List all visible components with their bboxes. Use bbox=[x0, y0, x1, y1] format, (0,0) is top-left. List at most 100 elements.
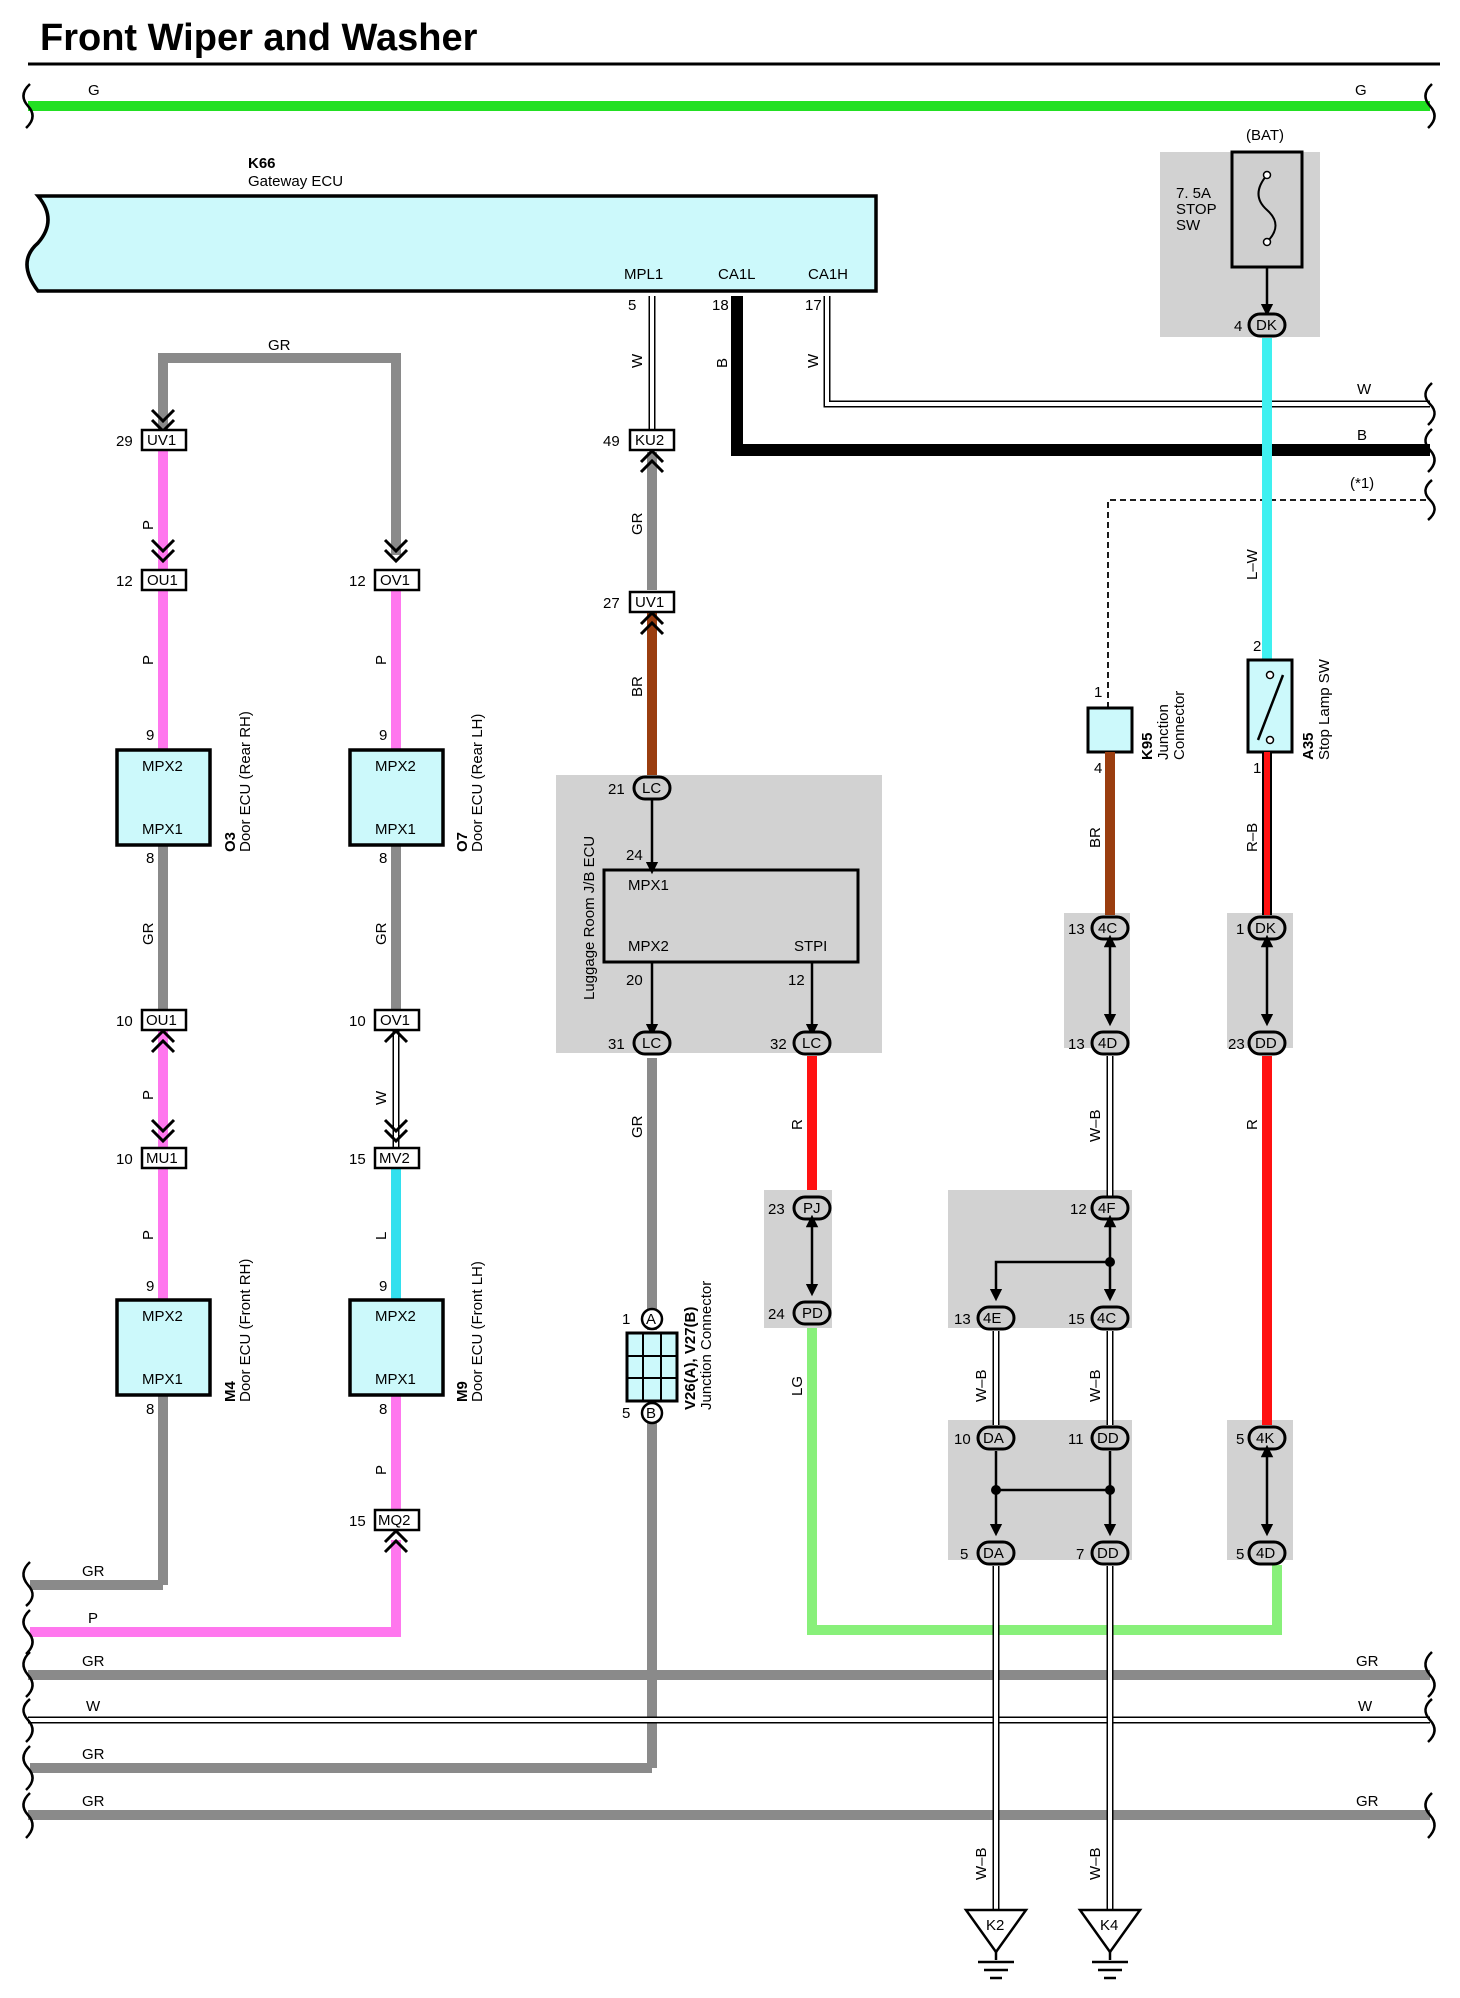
pin-8-o3: 8 bbox=[146, 850, 154, 867]
wire-label-w-mpl1: W bbox=[629, 353, 646, 368]
wire-label-wb-k4: W–B bbox=[1087, 1847, 1104, 1880]
wire-label-gr-bus1-right: GR bbox=[1356, 1653, 1379, 1670]
k95-code: K95 bbox=[1139, 732, 1156, 760]
conn-dk-lower: DK bbox=[1255, 920, 1276, 937]
pin-10-ov1: 10 bbox=[349, 1013, 366, 1030]
pin-1-a35: 1 bbox=[1253, 760, 1261, 777]
pin-7-dd: 7 bbox=[1076, 1546, 1084, 1563]
o7-bottom: MPX1 bbox=[375, 821, 416, 838]
stpi-branch: R PJ 23 PD 24 LG bbox=[768, 1056, 1282, 1635]
wire-label-l-mv2: L bbox=[373, 1232, 390, 1240]
pin-10-ou1: 10 bbox=[116, 1013, 133, 1030]
wires-door-left: GR P P P GR GR P P W L P GR P bbox=[22, 337, 401, 1655]
wire-label-gr-bus1-left: GR bbox=[82, 1653, 105, 1670]
m4-top: MPX2 bbox=[142, 1308, 183, 1325]
conn-pj: PJ bbox=[803, 1200, 821, 1217]
wire-label-wb-k2: W–B bbox=[973, 1847, 990, 1880]
fuse-stop-sw: (BAT) 7. 5A STOP SW bbox=[1176, 127, 1304, 269]
o3-bottom: MPX1 bbox=[142, 821, 183, 838]
m4-name: Door ECU (Front RH) bbox=[237, 1259, 254, 1402]
conn-dd-upper: DD bbox=[1097, 1430, 1119, 1447]
jb-mpx2: MPX2 bbox=[628, 938, 669, 955]
fuse-bat-label: (BAT) bbox=[1246, 127, 1284, 144]
pin-1-dk: 1 bbox=[1236, 921, 1244, 938]
conn-ku2: KU2 bbox=[635, 432, 664, 449]
jb-name: Luggage Room J/B ECU bbox=[581, 836, 598, 1000]
o3-top: MPX2 bbox=[142, 758, 183, 775]
wire-label-p-2: P bbox=[140, 655, 157, 665]
conn-pd: PD bbox=[802, 1305, 823, 1322]
wire-label-g-left: G bbox=[88, 82, 100, 99]
m4-bottom: MPX1 bbox=[142, 1371, 183, 1388]
conn-dk-upper: DK bbox=[1256, 317, 1277, 334]
pin-23-dd: 23 bbox=[1228, 1036, 1245, 1053]
conn-4d-a35: 4D bbox=[1256, 1545, 1275, 1562]
pin-13-4d: 13 bbox=[1068, 1036, 1085, 1053]
o7-top: MPX2 bbox=[375, 758, 416, 775]
pin-8-m9: 8 bbox=[379, 1401, 387, 1418]
v26-name: Junction Connector bbox=[698, 1281, 715, 1410]
pin-1-k95: 1 bbox=[1094, 684, 1102, 701]
conn-lc-31: LC bbox=[642, 1035, 661, 1052]
pin-27-uv1: 27 bbox=[603, 595, 620, 612]
wire-label-w-right: W bbox=[1357, 381, 1372, 398]
pin-12-4f: 12 bbox=[1070, 1201, 1087, 1218]
ground-k2: K2 bbox=[986, 1917, 1004, 1934]
pin-5-4k: 5 bbox=[1236, 1431, 1244, 1448]
wire-label-w-ov1: W bbox=[373, 1090, 390, 1105]
conn-dd-lower: DD bbox=[1097, 1545, 1119, 1562]
pin-29-uv1: 29 bbox=[116, 433, 133, 450]
wire-label-br-uv1: BR bbox=[629, 676, 646, 697]
pin-13-4e: 13 bbox=[954, 1311, 971, 1328]
fuse-name-1: STOP bbox=[1176, 201, 1217, 218]
wire-label-w-bus-left: W bbox=[86, 1698, 101, 1715]
o3-name: Door ECU (Rear RH) bbox=[237, 711, 254, 852]
wire-label-r-a35: R bbox=[1244, 1119, 1261, 1130]
wire-label-gr-bus3-right: GR bbox=[1356, 1793, 1379, 1810]
fuse-name-2: SW bbox=[1176, 217, 1201, 234]
ground-k4: K4 bbox=[1100, 1917, 1118, 1934]
ground-wires: W–B W–B K2 K4 bbox=[963, 1566, 1143, 1980]
m4-code: M4 bbox=[222, 1381, 239, 1402]
pin-5-v26: 5 bbox=[622, 1405, 630, 1422]
o7-code: O7 bbox=[454, 832, 471, 852]
pin-21-lc: 21 bbox=[608, 781, 625, 798]
m9-code: M9 bbox=[454, 1381, 471, 1402]
k95-branch: 1 4 K95 Junction Connector BR 4C 13 4D 1… bbox=[954, 684, 1188, 1566]
pin-ca1h: 17 bbox=[805, 297, 822, 314]
wire-label-gr-loop: GR bbox=[268, 337, 291, 354]
pin-9-o3: 9 bbox=[146, 727, 154, 744]
pin-ca1l: 18 bbox=[712, 297, 729, 314]
wire-label-p-left: P bbox=[88, 1610, 98, 1627]
connectors-left: UV1 29 OU1 12 OV1 12 OU1 10 OV1 10 MU1 1… bbox=[116, 408, 421, 1554]
gateway-ecu-name: Gateway ECU bbox=[248, 173, 343, 190]
conn-ov1-rl: OV1 bbox=[380, 572, 410, 589]
a35-name: Stop Lamp SW bbox=[1316, 658, 1333, 760]
jb-shade bbox=[556, 775, 882, 1053]
pin-8-o7: 8 bbox=[379, 850, 387, 867]
m9-bottom: MPX1 bbox=[375, 1371, 416, 1388]
jb-stpi: STPI bbox=[794, 938, 827, 955]
wire-label-w-ca1h: W bbox=[805, 353, 822, 368]
conn-mq2: MQ2 bbox=[378, 1512, 411, 1529]
pin-5-4d: 5 bbox=[1236, 1546, 1244, 1563]
conn-4f: 4F bbox=[1098, 1200, 1116, 1217]
pin-32-lc: 32 bbox=[770, 1036, 787, 1053]
o3-code: O3 bbox=[222, 832, 239, 852]
pin-49-ku2: 49 bbox=[603, 433, 620, 450]
pin-15-4c: 15 bbox=[1068, 1311, 1085, 1328]
v26-code: V26(A), V27(B) bbox=[682, 1307, 699, 1410]
wire-label-p-3: P bbox=[373, 655, 390, 665]
wire-label-gr-lc31: GR bbox=[629, 1115, 646, 1138]
conn-mv2: MV2 bbox=[379, 1150, 410, 1167]
wire-label-gr-m4: GR bbox=[82, 1563, 105, 1580]
bottom-bus: GR GR W W GR GR GR bbox=[22, 1651, 1436, 1839]
pin-11-dd: 11 bbox=[1068, 1431, 1084, 1448]
pin-4-k95: 4 bbox=[1094, 760, 1102, 777]
conn-da-lower: DA bbox=[983, 1545, 1004, 1562]
wires-ecu-right: W B (*1) W B W bbox=[629, 296, 1436, 708]
pin-10-mu1: 10 bbox=[116, 1151, 133, 1168]
conn-4c-lower: 4C bbox=[1097, 1310, 1116, 1327]
pin-2-a35: 2 bbox=[1253, 638, 1261, 655]
pin-5-da: 5 bbox=[960, 1546, 968, 1563]
